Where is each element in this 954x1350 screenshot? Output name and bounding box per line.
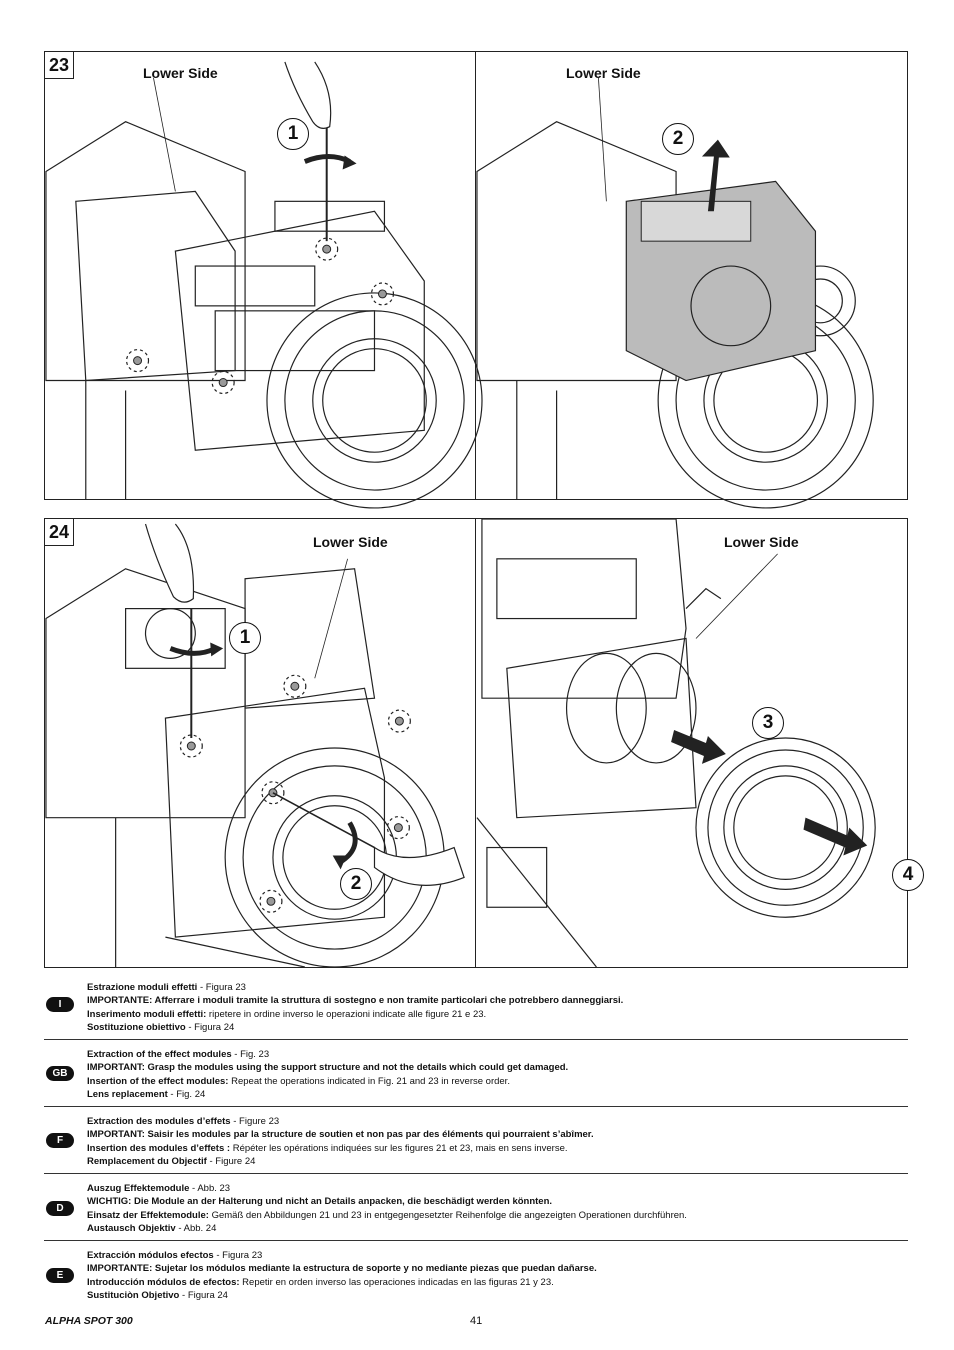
figure-number: 23 bbox=[45, 52, 74, 79]
lower-side-label: Lower Side bbox=[566, 65, 641, 81]
instruction-line: WICHTIG: Die Module an der Halterung und… bbox=[87, 1196, 553, 1208]
instruction-line: Auszug Effektemodule - Abb. 23 bbox=[87, 1183, 231, 1194]
language-badge: GB bbox=[46, 1066, 74, 1081]
instruction-line: IMPORTANTE: Sujetar los módulos mediante… bbox=[87, 1263, 597, 1275]
lower-side-label: Lower Side bbox=[143, 65, 218, 81]
instruction-line: Introducción módulos de efectos: Repetir… bbox=[87, 1276, 554, 1288]
instruction-text: Extraction of the effect modules - Fig. … bbox=[87, 1048, 908, 1102]
step-number: 1 bbox=[277, 118, 309, 150]
instruction-line: Sostituzione obiettivo - Figura 24 bbox=[87, 1022, 235, 1034]
instruction-line: Insertion of the effect modules: Repeat … bbox=[87, 1075, 510, 1087]
instruction-line: Sustituciòn Objetivo - Figura 24 bbox=[87, 1290, 228, 1302]
instruction-text: Auszug Effektemodule - Abb. 23 WICHTIG: … bbox=[87, 1182, 908, 1236]
product-name: ALPHA SPOT 300 bbox=[45, 1315, 133, 1327]
fixture-illustration bbox=[476, 77, 874, 509]
figure-23: 23 bbox=[44, 51, 908, 509]
fixture-illustration bbox=[45, 61, 483, 509]
instruction-text: Estrazione moduli effetti - Figura 23 IM… bbox=[87, 981, 908, 1035]
step-number: 1 bbox=[229, 622, 261, 654]
instruction-line: Extraction of the effect modules - Fig. … bbox=[87, 1049, 270, 1060]
instruction-text: Extraction des modules d’effets - Figure… bbox=[87, 1115, 908, 1169]
section-divider bbox=[44, 1173, 908, 1174]
language-badge: F bbox=[46, 1133, 74, 1148]
step-number: 4 bbox=[892, 859, 924, 891]
instruction-line: IMPORTANT: Grasp the modules using the s… bbox=[87, 1062, 569, 1074]
instruction-line: IMPORTANT: Saisir les modules par la str… bbox=[87, 1129, 594, 1141]
instruction-line: Extraction des modules d’effets - Figure… bbox=[87, 1116, 280, 1127]
instruction-line: Einsatz der Effektemodule: Gemäß den Abb… bbox=[87, 1209, 687, 1221]
page-number: 41 bbox=[470, 1315, 483, 1327]
step-number: 3 bbox=[752, 707, 784, 739]
instruction-line: Lens replacement - Fig. 24 bbox=[87, 1089, 206, 1101]
fixture-illustration bbox=[476, 518, 876, 968]
instruction-line: Estrazione moduli effetti - Figura 23 bbox=[87, 982, 246, 993]
figure-24: 24 bbox=[44, 518, 924, 968]
step-number: 2 bbox=[662, 123, 694, 155]
fixture-illustration bbox=[45, 523, 465, 968]
language-badge: D bbox=[46, 1201, 74, 1216]
section-divider bbox=[44, 1106, 908, 1107]
figure-23-right-panel: Lower Side 2 bbox=[475, 52, 908, 509]
section-divider bbox=[44, 1039, 908, 1040]
instruction-text: Extracción módulos efectos - Figura 23 I… bbox=[87, 1249, 908, 1303]
step-number: 2 bbox=[340, 868, 372, 900]
figure-24-left-panel: Lower Side 1 2 bbox=[45, 519, 475, 968]
instruction-line: Remplacement du Objectif - Figure 24 bbox=[87, 1156, 256, 1168]
figure-23-left-panel: Lower Side 1 bbox=[45, 52, 483, 509]
instruction-line: IMPORTANTE: Afferrare i moduli tramite l… bbox=[87, 995, 624, 1007]
language-badge: I bbox=[46, 997, 74, 1012]
instruction-line: Inserimento moduli effetti: ripetere in … bbox=[87, 1008, 487, 1020]
instruction-line: Insertion des modules d’effets : Répéter… bbox=[87, 1142, 568, 1154]
language-badge: E bbox=[46, 1268, 74, 1283]
section-divider bbox=[44, 1240, 908, 1241]
lower-side-label: Lower Side bbox=[724, 534, 799, 550]
figure-24-right-panel: Lower Side 3 4 bbox=[475, 518, 924, 968]
instruction-line: Austausch Objektiv - Abb. 24 bbox=[87, 1223, 217, 1235]
figure-number: 24 bbox=[45, 519, 74, 546]
lower-side-label: Lower Side bbox=[313, 534, 388, 550]
instruction-line: Extracción módulos efectos - Figura 23 bbox=[87, 1250, 263, 1261]
